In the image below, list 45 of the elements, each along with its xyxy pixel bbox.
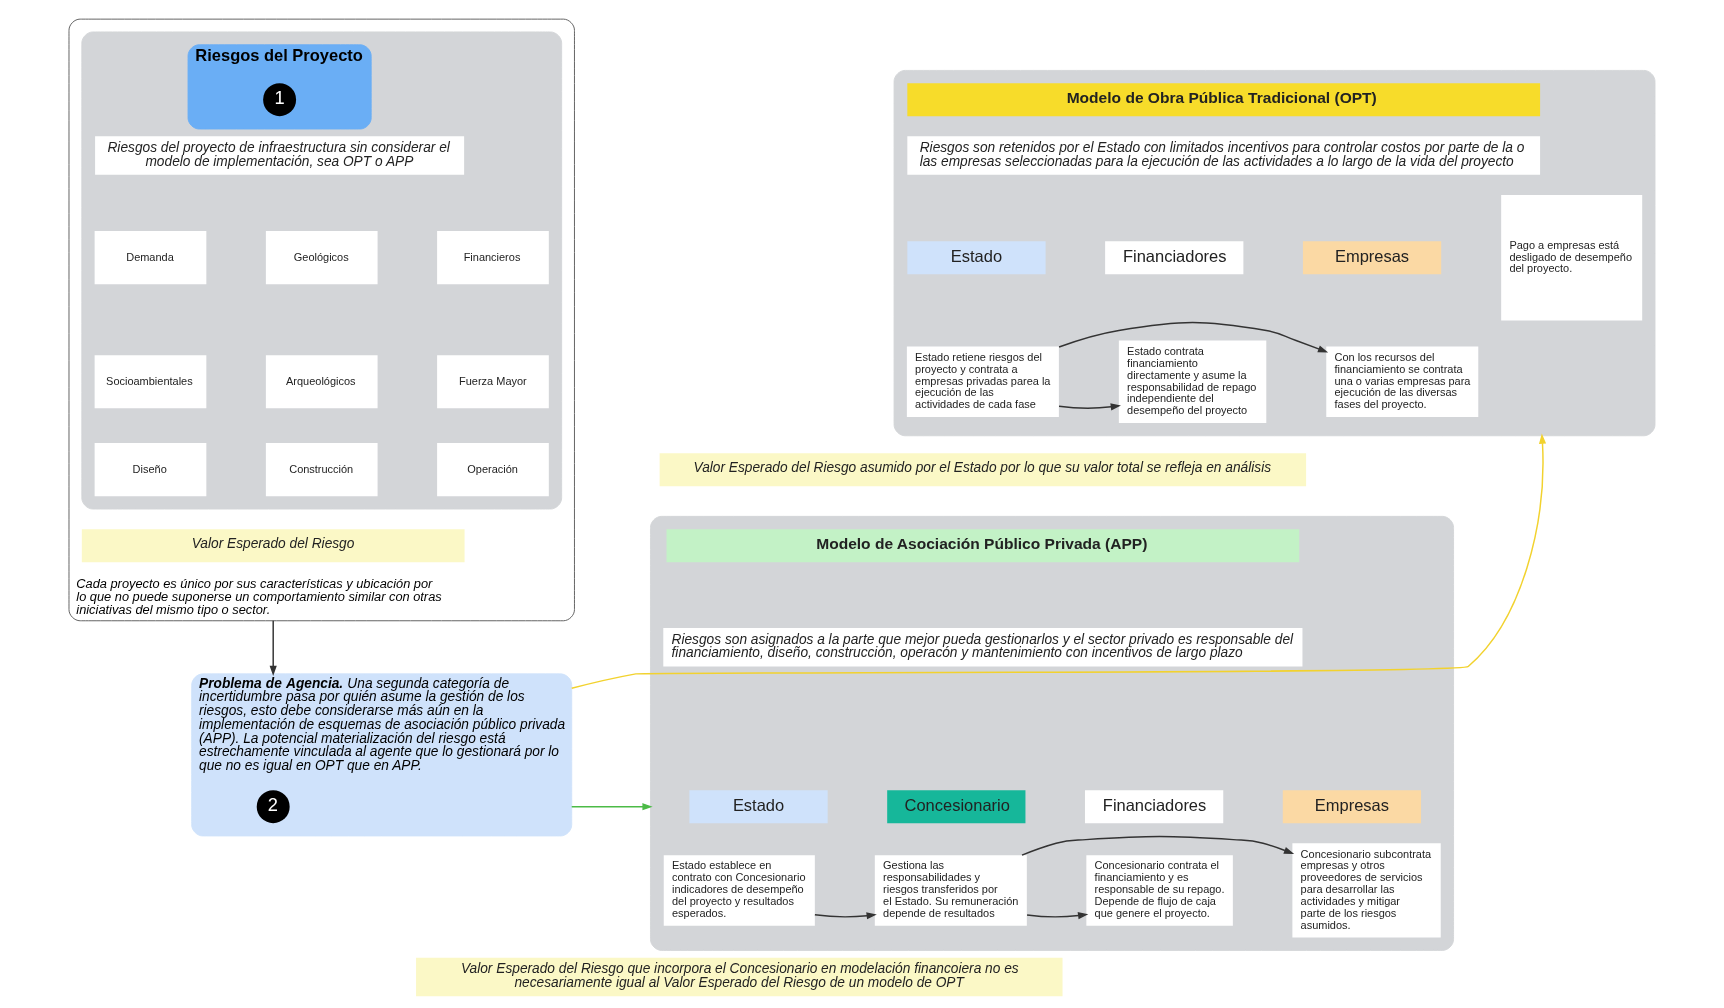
node-box: Concesionario contrata el financiamiento y es responsable de su repago. Depende de flujo de caja que genere el proyecto. bbox=[1086, 855, 1233, 926]
node-box: Estado contrata financiamiento directamente y asume la responsabilidad de repago independiente del desempeño del proyecto bbox=[1118, 340, 1267, 423]
node-box: Construcción bbox=[265, 443, 378, 497]
arrow bbox=[1058, 321, 1329, 353]
node-circle: 2 bbox=[256, 790, 290, 824]
arrow bbox=[1058, 403, 1121, 411]
node-box: Valor Esperado del Riesgo asumido por el Estado por lo que su valor total se refleja en análisis bbox=[659, 453, 1307, 487]
node-box: Financiadores bbox=[1085, 790, 1224, 824]
node-box: Riesgos del proyecto de infraestructura sin considerar el modelo de implementación, sea OPT o APP bbox=[95, 136, 465, 175]
node-box: Arqueológicos bbox=[265, 355, 378, 409]
node-box: Estado establece en contrato con Concesionario indicadores de desempeño del proyecto y resultados esperados. bbox=[663, 855, 815, 926]
node-box: Empresas bbox=[1302, 241, 1442, 275]
node-box: Valor Esperado del Riesgo bbox=[81, 529, 465, 563]
node-box: Modelo de Obra Pública Tradicional (OPT) bbox=[907, 83, 1541, 117]
node-box: Demanda bbox=[94, 231, 207, 285]
arrow bbox=[1021, 835, 1295, 856]
node-box: Diseño bbox=[94, 443, 207, 497]
node-box: Empresas bbox=[1282, 790, 1422, 824]
node-box: Estado retiene riesgos del proyecto y contrata a empresas privadas parea la ejecución de las actividades de cada fase bbox=[906, 346, 1059, 417]
node-box: Modelo de Asociación Público Privada (APP) bbox=[666, 529, 1300, 563]
arrow bbox=[571, 433, 1547, 690]
node-box: Estado bbox=[907, 241, 1046, 275]
arrow bbox=[269, 620, 277, 677]
node-box: Concesionario bbox=[887, 790, 1026, 824]
node-box: Riesgos son asignados a la parte que mejor pueda gestionarlos y el sector privado es responsable del financiamiento, diseño, construcción, operacón y mantenimiento con incentivos de largo plazo bbox=[663, 628, 1303, 667]
cluster bbox=[893, 69, 1656, 437]
node-box: Financieros bbox=[437, 231, 549, 285]
node-box: Gestiona las responsabilidades y riesgos transferidos por el Estado. Su remuneración depende de resultados bbox=[874, 855, 1027, 926]
node-box: Estado bbox=[689, 790, 828, 824]
node-circle: 1 bbox=[263, 83, 297, 117]
arrow bbox=[571, 803, 653, 811]
node-box: Socioambientales bbox=[94, 355, 207, 409]
node-box: Financiadores bbox=[1105, 241, 1244, 275]
node-box: Valor Esperado del Riesgo que incorpora el Concesionario en modelación financoiera no es necesariamente igual al Valor Esperado del Riesgo de un modelo de OPT bbox=[416, 957, 1063, 997]
node-box: Geológicos bbox=[265, 231, 378, 285]
node-box: Con los recursos del financiamiento se contrata una o varias empresas para ejecución de las diversas fases del proyecto. bbox=[1326, 346, 1479, 417]
node-box: Operación bbox=[437, 443, 549, 497]
arrow bbox=[1026, 912, 1089, 920]
arrow bbox=[814, 912, 877, 920]
node-box: Concesionario subcontrata empresas y otros proveedores de servicios para desarrollar las actividades y mitigar parte de los riesgos asumidos. bbox=[1292, 843, 1441, 938]
node-box: Pago a empresas está desligado de desempeño del proyecto. bbox=[1501, 194, 1643, 321]
cluster bbox=[81, 31, 563, 510]
node-box: Riesgos son retenidos por el Estado con limitados incentivos para controlar costos por parte de la o las empresas seleccionadas para la ejecución de las actividades a lo largo de la vida del proyecto bbox=[907, 136, 1541, 175]
cluster bbox=[650, 515, 1454, 951]
node-box: Fuerza Mayor bbox=[437, 355, 549, 409]
